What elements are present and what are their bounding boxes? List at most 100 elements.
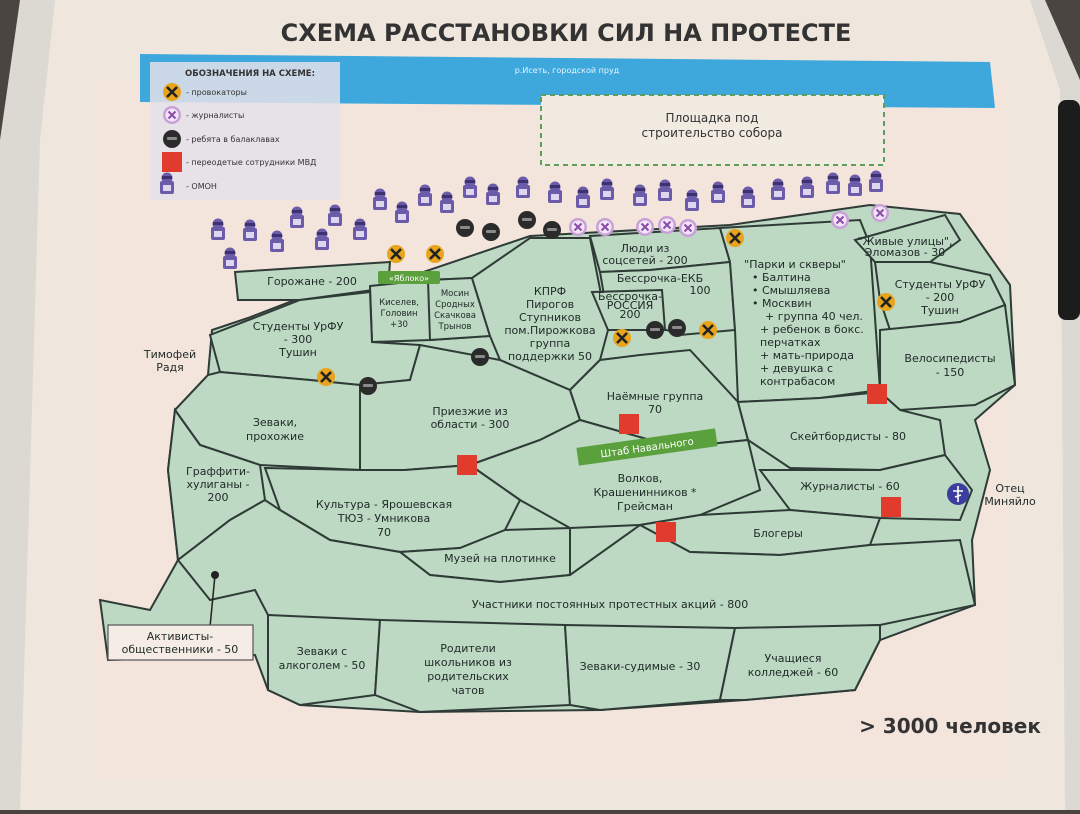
label-bessrochka-ekb-2: 100 xyxy=(690,284,711,297)
label-bessrochka-russia-2: РОССИЯ xyxy=(607,299,654,312)
label-parks-5: + группа 40 чел. xyxy=(765,310,863,323)
zone-zevaki-alco xyxy=(267,613,382,707)
label-mosin-1: Мосин xyxy=(441,289,469,299)
police-square-icon xyxy=(881,497,901,517)
label-visitors-1: Приезжие из xyxy=(432,405,507,418)
provocateur-icon xyxy=(724,227,746,249)
balaclava-icon xyxy=(482,223,500,241)
label-students-right-1: Студенты УрФУ xyxy=(895,278,986,291)
activists-box xyxy=(107,624,254,661)
label-skateboarders: Скейтбордисты - 80 xyxy=(790,430,906,443)
label-students-left-2: - 300 xyxy=(284,333,312,346)
label-bloggers: Блогеры xyxy=(753,527,803,540)
phone-edge xyxy=(1058,100,1080,320)
label-parks-8: + мать-природа xyxy=(760,349,854,362)
label-kprf-6: поддержки 50 xyxy=(508,350,592,363)
legend-balaclava-icon xyxy=(163,130,181,148)
omon-icon xyxy=(711,181,725,203)
journalist-icon xyxy=(678,218,698,238)
provocateur-icon xyxy=(424,243,446,265)
label-culture-2: ТЮЗ - Умникова xyxy=(337,512,431,525)
label-mosin-2: Сродных xyxy=(435,300,475,310)
label-culture-1: Культура - Ярошевская xyxy=(316,498,452,511)
label-zevaki-alco-1: Зеваки с xyxy=(297,645,347,658)
label-people-social-2: соцсетей - 200 xyxy=(602,254,687,267)
journalist-icon xyxy=(635,217,655,237)
label-timofey-1: Тимофей xyxy=(143,348,196,361)
label-college-2: колледжей - 60 xyxy=(748,666,839,679)
provocateur-icon xyxy=(611,327,633,349)
label-museum: Музей на плотинке xyxy=(444,552,556,565)
omon-icon xyxy=(328,204,342,226)
omon-icon xyxy=(486,183,500,205)
navalny-hq-banner xyxy=(576,428,718,466)
label-cyclists-1: Велосипедисты xyxy=(904,352,995,365)
label-kprf-5: группа xyxy=(530,337,570,350)
label-living-streets-2: Эломазов - 30 xyxy=(865,246,946,259)
journalist-icon xyxy=(657,215,677,235)
label-parents-3: родительских xyxy=(427,670,509,683)
omon-icon xyxy=(223,247,237,269)
balaclava-icon xyxy=(668,319,686,337)
legend-label: - ОМОН xyxy=(186,182,217,191)
zones xyxy=(98,203,1017,714)
label-journalists: Журналисты - 60 xyxy=(800,480,900,493)
yabloko-badge xyxy=(378,271,440,284)
balaclava-icon xyxy=(359,377,377,395)
balaclava-icon xyxy=(646,321,664,339)
journalist-icon xyxy=(870,203,890,223)
omon-icon xyxy=(576,186,590,208)
construction-site-line1: Площадка под xyxy=(666,111,759,125)
police-square-icon xyxy=(619,414,639,434)
omon-icon xyxy=(869,170,883,192)
legend-police-square-icon xyxy=(162,152,182,172)
provocateur-icon xyxy=(875,291,897,313)
construction-site-line2: строительство собора xyxy=(642,126,783,140)
police-square-icon xyxy=(656,522,676,542)
omon-icon xyxy=(826,172,840,194)
activists-pointer xyxy=(209,574,216,628)
label-bessrochka-russia-1: Бессрочка- xyxy=(598,290,662,303)
omon-icon xyxy=(418,184,432,206)
label-gorozhane: Горожане - 200 xyxy=(267,275,357,288)
legend-omon-icon xyxy=(160,172,174,194)
zone-skateboarders xyxy=(736,390,947,472)
police-square-icon xyxy=(867,384,887,404)
label-zevaki-2: прохожие xyxy=(246,430,304,443)
provocateur-icon xyxy=(315,366,337,388)
journalist-icon xyxy=(568,217,588,237)
label-living-streets-1: "Живые улицы", xyxy=(858,235,953,248)
label-people-social-1: Люди из xyxy=(621,242,670,255)
label-permanent: Участники постоянных протестных акций - … xyxy=(472,598,748,611)
label-volkov-3: Грейсман xyxy=(617,500,673,513)
balaclava-icon xyxy=(543,221,561,239)
balaclava-icon xyxy=(456,219,474,237)
omon-icon xyxy=(373,188,387,210)
omon-icon xyxy=(633,184,647,206)
label-volkov-2: Крашенинников * xyxy=(593,486,697,499)
legend-label: - провокаторы xyxy=(186,88,247,97)
label-kprf-4: пом.Пирожкова xyxy=(504,324,595,337)
yabloko-badge-label: «Яблоко» xyxy=(389,274,429,283)
omon-icon xyxy=(315,228,329,250)
label-kiselev-3: +30 xyxy=(390,320,408,330)
label-volkov-1: Волков, xyxy=(618,472,663,485)
construction-site xyxy=(540,94,885,166)
label-visitors-2: области - 300 xyxy=(431,418,510,431)
label-graffiti-2: хулиганы - xyxy=(186,478,249,491)
label-father-1: Отец xyxy=(995,482,1024,495)
police-square-icon xyxy=(457,455,477,475)
river-band xyxy=(140,54,995,108)
label-parks-6: + ребенок в бокс. xyxy=(760,323,864,336)
omon-icon xyxy=(600,178,614,200)
omon-icon xyxy=(290,206,304,228)
label-activists-2: общественники - 50 xyxy=(122,643,239,656)
label-parks-10: контрабасом xyxy=(760,375,835,388)
label-students-right-3: Тушин xyxy=(920,304,959,317)
label-bessrochka-russia-3: 200 xyxy=(620,308,641,321)
label-parks-9: + девушка с xyxy=(760,362,833,375)
balaclava-icon xyxy=(518,211,536,229)
omon-icon xyxy=(771,178,785,200)
label-kiselev-2: Головин xyxy=(380,309,417,319)
label-students-left-1: Студенты УрФУ xyxy=(253,320,344,333)
